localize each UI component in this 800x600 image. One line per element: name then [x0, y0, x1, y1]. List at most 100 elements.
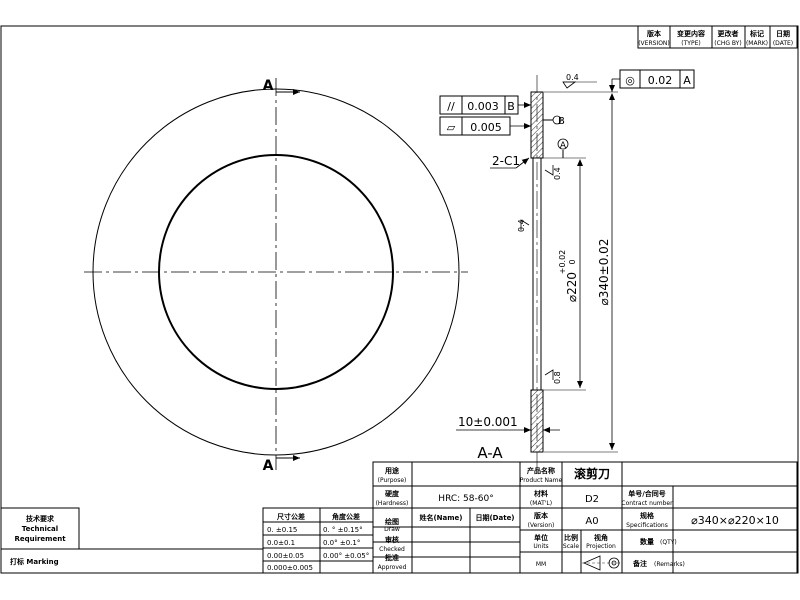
specifications-en: Specifications	[626, 522, 668, 529]
parallel-symbol: //	[447, 100, 455, 113]
tol-header-angle: 角度公差	[332, 512, 360, 521]
tolerance-table: 尺寸公差 角度公差 0. ±0.15 0. ° ±0.15° 0.0±0.1 0…	[262, 507, 374, 574]
flatness-symbol: ▱	[447, 121, 456, 134]
checked-cn: 审核	[385, 535, 399, 544]
quantity-cn: 数量	[640, 537, 654, 546]
tech-req-cn: 技术要求	[26, 514, 55, 523]
hardness-value: HRC: 58-60°	[438, 494, 493, 504]
units-value: MM	[536, 561, 546, 568]
rev-mark-cn: 标记	[749, 29, 764, 38]
rev-version-en: (VERSION)	[638, 40, 670, 47]
rev-date-en: (DATE)	[773, 40, 793, 47]
remarks-en: (Remarks)	[654, 561, 685, 568]
revision-header: 版本 (VERSION) 变更内容 (TYPE) 更改者 (CHG BY) 标记…	[637, 25, 798, 49]
marking-label: 打标 Marking	[10, 557, 59, 566]
roughness-mark-1: 0.4	[562, 73, 597, 89]
tol-header-size: 尺寸公差	[276, 512, 305, 521]
hardness-cn: 硬度	[385, 489, 400, 498]
purpose-cn: 用途	[385, 466, 400, 475]
purpose-en: (Purpose)	[378, 477, 407, 484]
rev-type-cn: 变更内容	[677, 29, 705, 38]
remarks-cn: 备注	[632, 559, 647, 568]
section-label: A-A	[477, 444, 503, 462]
approved-en: Approved	[378, 564, 407, 571]
roughness-mark-4: 0.8	[544, 369, 562, 384]
specifications-cn: 规格	[640, 511, 655, 520]
coaxiality-value: 0.02	[648, 74, 673, 87]
tol-angle-r1: 0. ° ±0.15°	[323, 526, 363, 534]
tol-size-r4: 0.000±0.005	[267, 564, 313, 572]
tol-size-r2: 0.0±0.1	[267, 539, 295, 547]
units-cn: 单位	[534, 533, 548, 542]
tol-size-r1: 0. ±0.15	[267, 526, 297, 534]
section-hatch-top	[530, 91, 544, 159]
section-letter-bottom: A	[263, 458, 274, 474]
flatness-value: 0.005	[470, 121, 502, 134]
version-en: (Version)	[528, 522, 555, 529]
rev-type-en: (TYPE)	[681, 40, 700, 47]
coaxiality-symbol: ◎	[625, 74, 635, 87]
rev-version-cn: 版本	[647, 29, 661, 38]
drawn-cn: 绘图	[385, 517, 399, 526]
parallel-value: 0.003	[467, 100, 499, 113]
fcf-flatness: ▱ 0.005	[439, 116, 511, 136]
product-name-cn: 产品名称	[527, 466, 555, 475]
coaxiality-datum: A	[683, 74, 691, 87]
hardness-en: (Hardness)	[376, 500, 409, 507]
scale-cn: 比例	[564, 533, 578, 542]
inner-diameter-dim: ⌀220	[565, 272, 579, 302]
title-block: 用途 (Purpose) 硬度 (Hardness) HRC: 58-60° 姓…	[372, 461, 798, 574]
datum-b-label: B	[558, 116, 565, 127]
approved-cn: 批准	[385, 553, 399, 562]
projection-symbol-icon	[582, 555, 620, 571]
tech-requirements-block: 技术要求 Technical Requirement 打标 Marking	[0, 507, 264, 574]
version-cn: 版本	[534, 511, 548, 520]
datum-a-label: A	[560, 141, 567, 151]
contract-cn: 单号/合同号	[628, 489, 666, 498]
quantity-en: (QTY)	[660, 539, 677, 546]
section-view: ⌀340±0.02 ⌀220 +0.02 0 10±0.001 A-A 2-C1…	[439, 69, 695, 470]
outer-diameter-dim: ⌀340±0.02	[597, 239, 611, 306]
parallel-datum: B	[507, 100, 515, 113]
tol-angle-r3: 0.00° ±0.05°	[323, 552, 369, 560]
material-en: (MAT'L)	[530, 500, 552, 507]
rev-chgby-en: (CHG BY)	[714, 40, 741, 47]
fcf-parallel: // 0.003 B	[439, 95, 519, 115]
date-label: 日期(Date)	[475, 513, 514, 522]
tech-req-en2: Requirement	[14, 535, 66, 543]
specifications-value: ⌀340×⌀220×10	[691, 514, 779, 527]
section-letter-top: A	[263, 78, 274, 94]
fcf-coaxiality: ◎ 0.02 A	[619, 69, 695, 89]
rev-chgby-cn: 更改者	[718, 29, 739, 38]
name-label: 姓名(Name)	[418, 513, 462, 522]
material-cn: 材料	[533, 489, 548, 498]
projection-en: Projection	[586, 543, 616, 550]
thickness-dim: 10±0.001	[458, 415, 518, 429]
drawn-en: Draw	[384, 526, 400, 533]
chamfer-note: 2-C1	[492, 154, 520, 168]
roughness-value-3: 0.4	[517, 219, 526, 232]
section-hatch-bottom	[530, 389, 544, 453]
inner-tol-upper: +0.02	[558, 250, 567, 275]
product-name-en: Product Name	[520, 477, 563, 484]
roughness-value-1: 0.4	[566, 73, 579, 82]
rev-mark-en: (MARK)	[746, 40, 768, 47]
drawing-border	[0, 25, 799, 574]
front-view: A A	[84, 78, 468, 474]
product-name-value: 滚剪刀	[574, 466, 610, 481]
tol-angle-r2: 0.0° ±0.1°	[323, 539, 360, 547]
rev-date-cn: 日期	[776, 29, 790, 38]
roughness-value-4: 0.8	[553, 371, 562, 384]
roughness-value-2: 0.4	[553, 167, 562, 180]
tol-size-r3: 0.00±0.05	[267, 552, 304, 560]
roughness-mark-2: 0.4	[544, 165, 562, 180]
contract-en: Contract number	[621, 500, 673, 507]
roughness-mark-3: 0.4	[517, 219, 530, 232]
inner-tol-lower: 0	[568, 259, 577, 264]
version-value: A0	[585, 516, 598, 527]
tech-req-en1: Technical	[22, 525, 58, 533]
projection-cn: 视角	[594, 533, 608, 542]
scale-en: Scale	[563, 543, 579, 550]
units-en: Units	[533, 543, 548, 550]
